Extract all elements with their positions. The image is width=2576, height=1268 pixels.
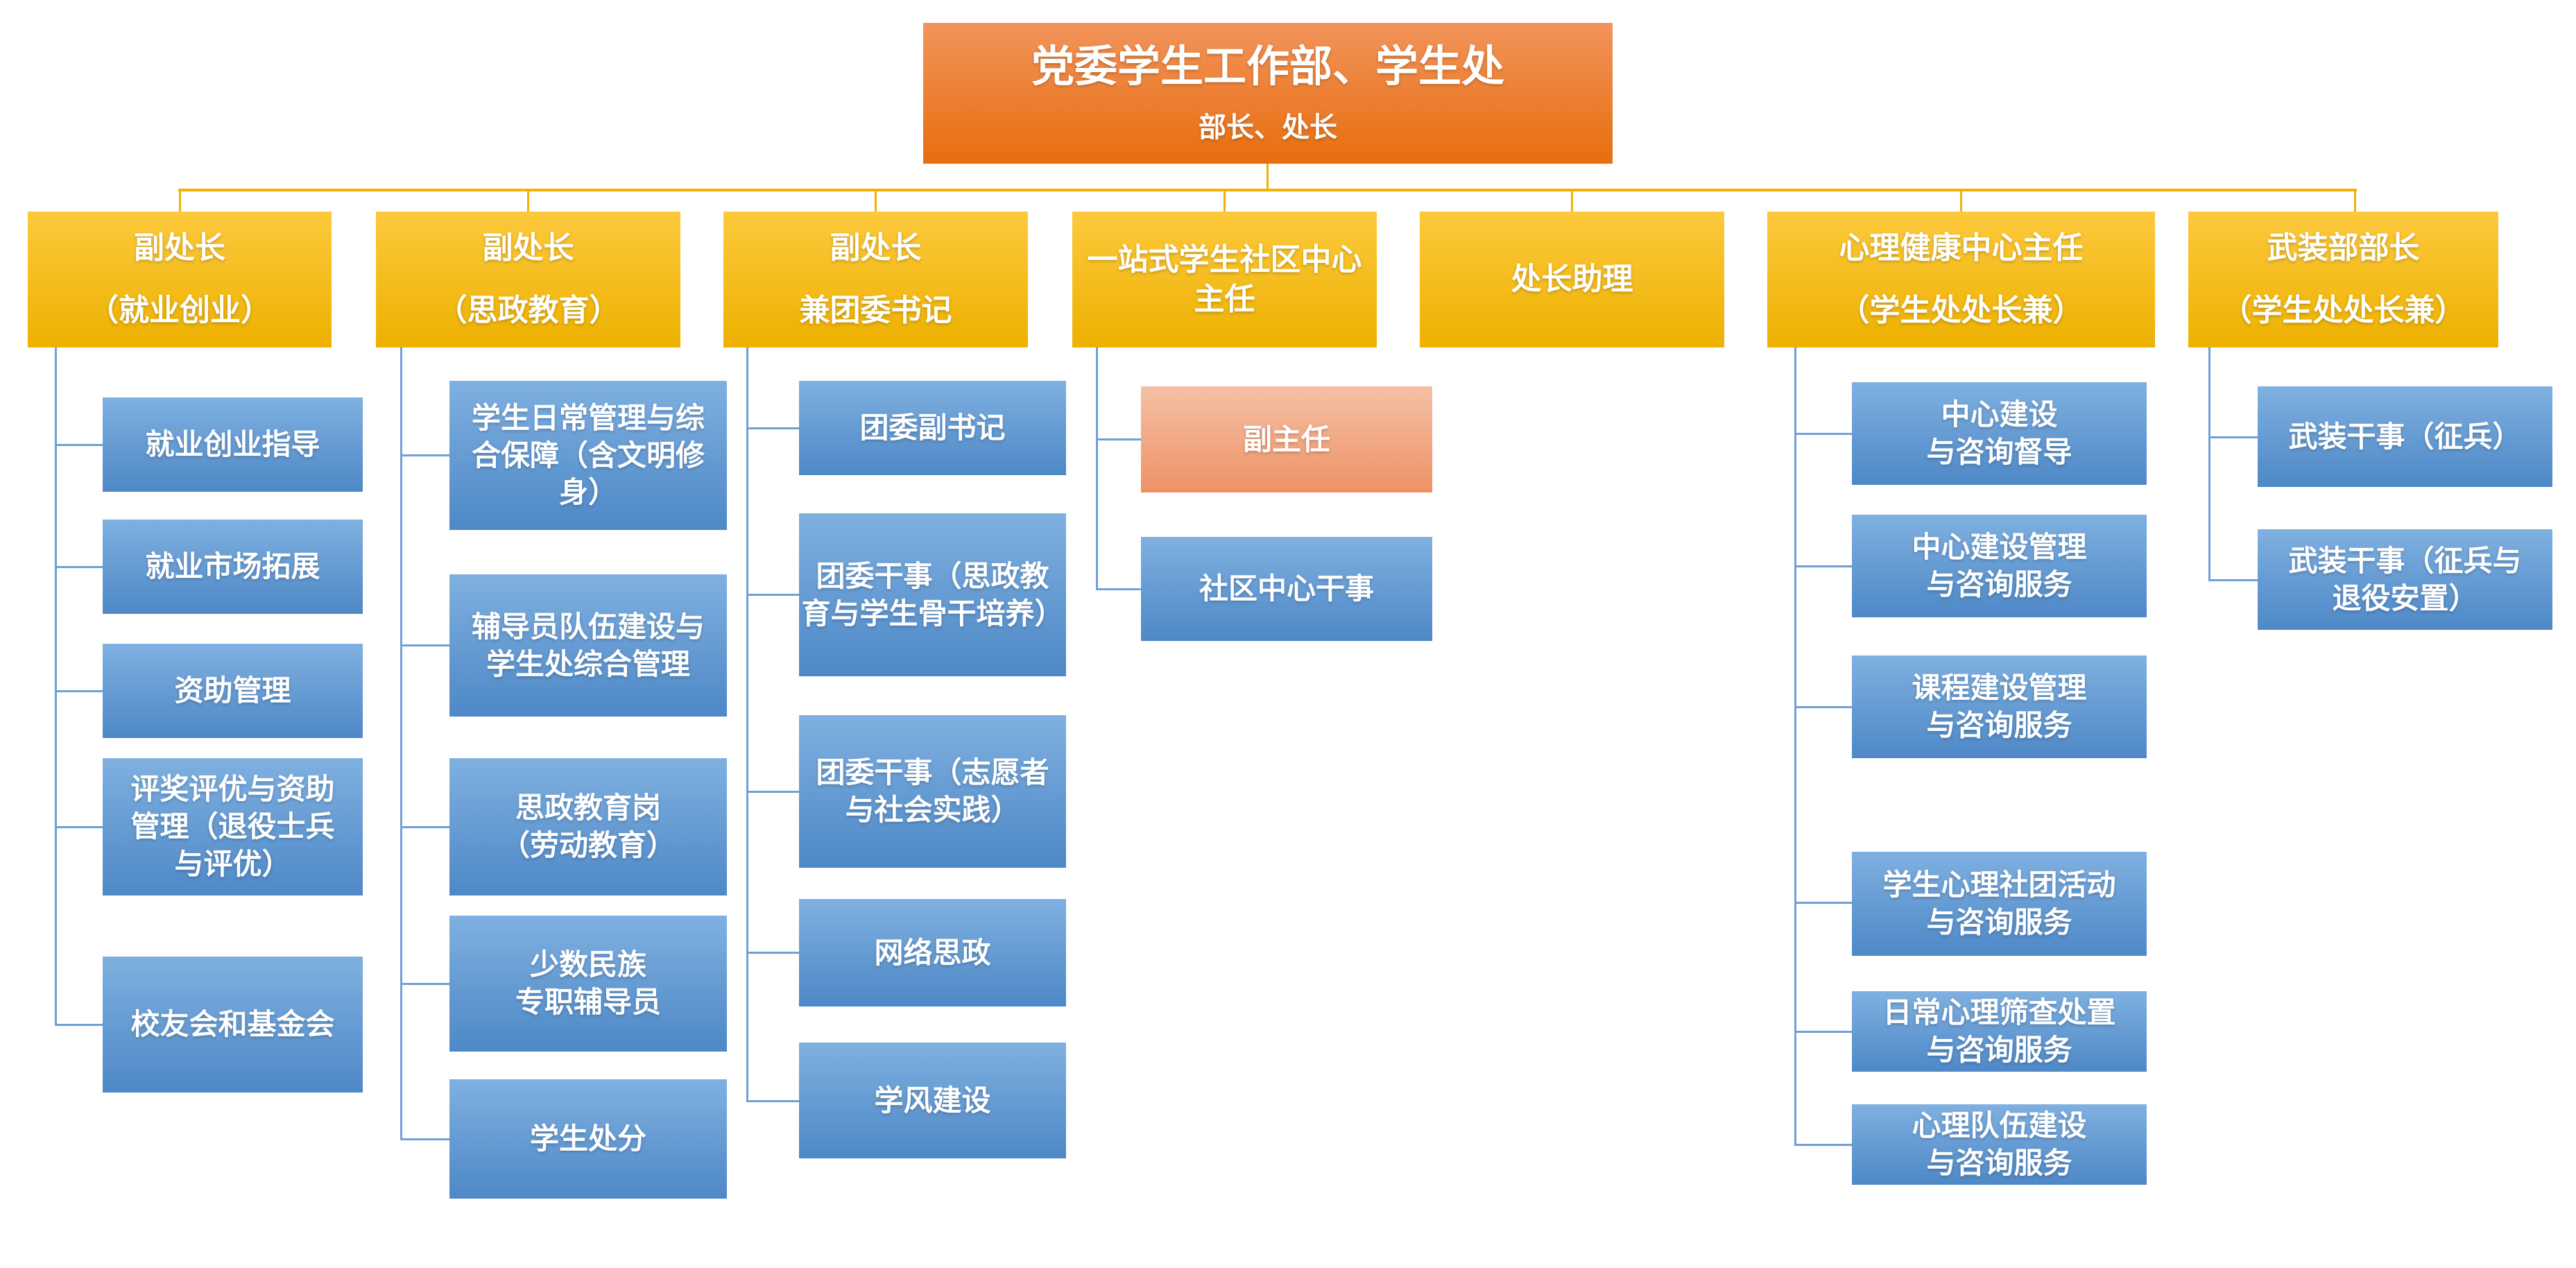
gold-connector-drop: [1960, 190, 1962, 212]
branch-community-center-director: 一站式学生社区中心 主任: [1072, 212, 1377, 348]
blue-connector-stub: [55, 826, 103, 828]
node-network-ideology: 网络思政: [799, 899, 1066, 1006]
blue-connector-stub: [55, 690, 103, 692]
node-armed-officer-resettlement: 武装干事（征兵与 退役安置）: [2258, 529, 2552, 630]
node-ideology-education-post: 思政教育岗 （劳动教育）: [449, 758, 727, 896]
node-employment-guidance: 就业创业指导: [103, 397, 363, 492]
blue-connector-stub: [55, 444, 103, 446]
branch-mental-health-center-director: 心理健康中心主任 （学生处处长兼）: [1767, 212, 2155, 348]
blue-connector-stub: [1096, 438, 1141, 440]
root-title: 党委学生工作部、学生处: [1031, 42, 1504, 91]
node-student-discipline: 学生处分: [449, 1079, 727, 1199]
node-center-construction-supervision: 中心建设 与咨询督导: [1852, 382, 2147, 485]
node-community-deputy-director: 副主任: [1141, 386, 1432, 492]
node-daily-psych-screening: 日常心理筛查处置 与咨询服务: [1852, 991, 2147, 1072]
blue-connector-stub: [2208, 579, 2258, 581]
branch-armed-forces-minister: 武装部部长 （学生处处长兼）: [2188, 212, 2498, 348]
blue-connector-vline: [1096, 348, 1098, 590]
blue-connector-vline: [2208, 348, 2210, 581]
blue-connector-stub: [746, 952, 799, 954]
blue-connector-vline: [400, 348, 402, 1140]
blue-connector-stub: [55, 1024, 103, 1026]
node-minority-counselors: 少数民族 专职辅导员: [449, 916, 727, 1052]
blue-connector-stub: [1794, 565, 1852, 567]
blue-connector-stub: [400, 454, 449, 456]
node-counselor-team-building: 辅导员队伍建设与 学生处综合管理: [449, 574, 727, 717]
node-community-center-officer: 社区中心干事: [1141, 537, 1432, 641]
blue-connector-vline: [55, 348, 57, 1026]
node-course-management-service: 课程建设管理 与咨询服务: [1852, 656, 2147, 758]
blue-connector-stub: [55, 566, 103, 568]
node-alumni-foundation: 校友会和基金会: [103, 957, 363, 1093]
branch-vice-director-youth-league: 副处长 兼团委书记: [723, 212, 1028, 348]
gold-connector-drop: [2354, 190, 2356, 212]
node-armed-officer-conscription: 武装干事（征兵）: [2258, 386, 2552, 487]
gold-connector-rail: [178, 189, 2357, 191]
node-league-officer-volunteer: 团委干事（志愿者 与社会实践）: [799, 715, 1066, 868]
blue-connector-stub: [400, 1138, 449, 1140]
gold-connector-drop: [527, 190, 529, 212]
root-node-student-affairs-dept: 党委学生工作部、学生处 部长、处长: [923, 23, 1613, 164]
node-psych-team-building: 心理队伍建设 与咨询服务: [1852, 1104, 2147, 1185]
blue-connector-stub: [1794, 1031, 1852, 1033]
blue-connector-stub: [2208, 436, 2258, 438]
branch-director-assistant: 处长助理: [1420, 212, 1724, 348]
root-subtitle: 部长、处长: [1199, 112, 1337, 144]
node-employment-market: 就业市场拓展: [103, 520, 363, 614]
branch-vice-director-employment: 副处长 （就业创业）: [28, 212, 332, 348]
gold-connector-drop: [179, 190, 181, 212]
blue-connector-stub: [400, 826, 449, 828]
blue-connector-vline: [1794, 348, 1796, 1146]
blue-connector-stub: [746, 791, 799, 793]
branch-vice-director-ideology: 副处长 （思政教育）: [376, 212, 680, 348]
node-funding-management: 资助管理: [103, 644, 363, 738]
blue-connector-stub: [1096, 588, 1141, 590]
node-daily-management-support: 学生日常管理与综 合保障（含文明修 身）: [449, 381, 727, 530]
blue-connector-stub: [400, 644, 449, 646]
blue-connector-stub: [1794, 1144, 1852, 1146]
gold-connector-root-drop: [1266, 164, 1269, 191]
node-center-management-service: 中心建设管理 与咨询服务: [1852, 515, 2147, 617]
blue-connector-vline: [746, 348, 748, 1102]
gold-connector-drop: [1223, 190, 1226, 212]
blue-connector-stub: [746, 1100, 799, 1102]
blue-connector-stub: [1794, 706, 1852, 708]
node-awards-funding-management: 评奖评优与资助 管理（退役士兵 与评优）: [103, 758, 363, 896]
blue-connector-stub: [746, 427, 799, 429]
blue-connector-stub: [400, 983, 449, 985]
node-league-officer-ideology: 团委干事（思政教 育与学生骨干培养）: [799, 513, 1066, 676]
blue-connector-stub: [1794, 902, 1852, 904]
node-league-deputy-secretary: 团委副书记: [799, 381, 1066, 475]
node-psych-club-activities: 学生心理社团活动 与咨询服务: [1852, 852, 2147, 956]
blue-connector-stub: [746, 594, 799, 596]
gold-connector-drop: [1571, 190, 1573, 212]
node-study-style-building: 学风建设: [799, 1043, 1066, 1158]
gold-connector-drop: [875, 190, 877, 212]
blue-connector-stub: [1794, 433, 1852, 435]
